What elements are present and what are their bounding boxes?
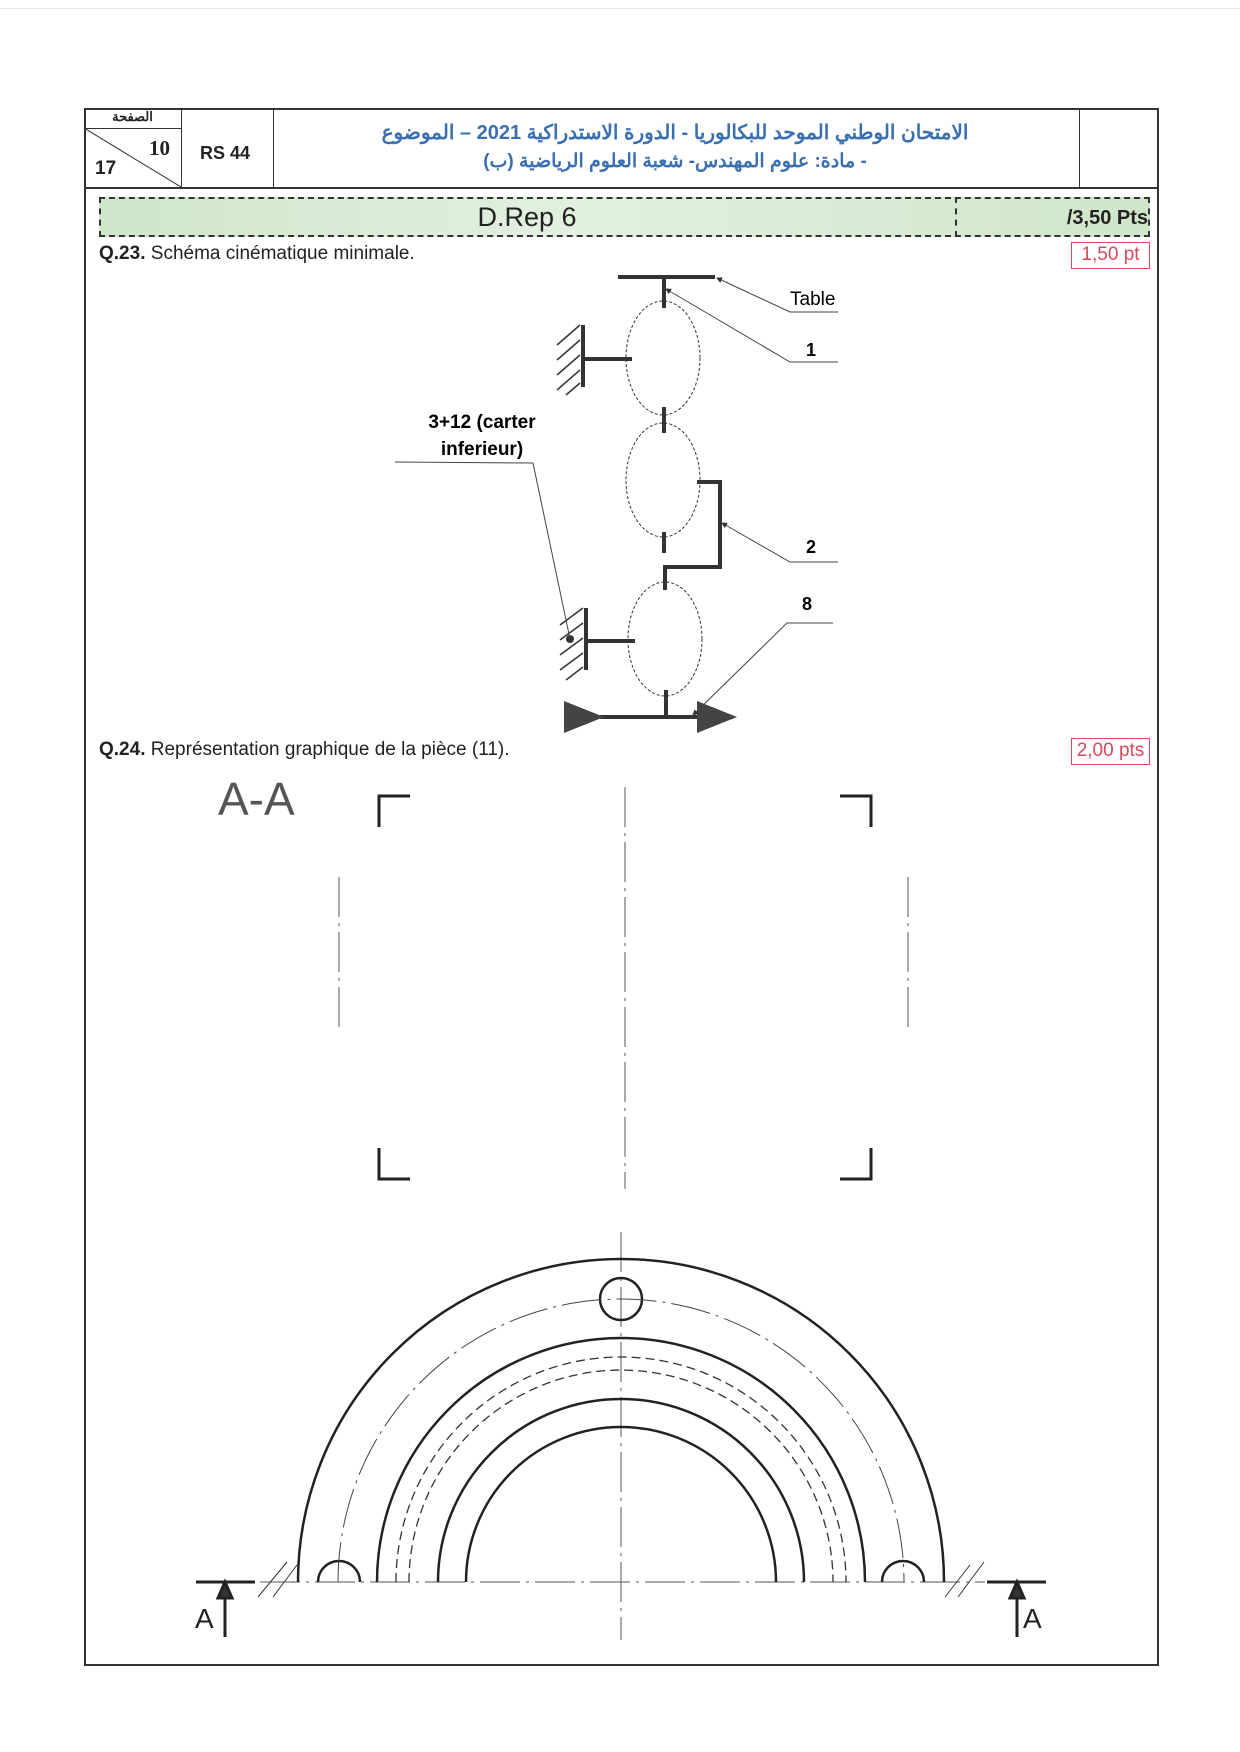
header-col-line (273, 108, 274, 188)
page-number-diagonal (84, 128, 181, 187)
section-bar (99, 197, 1150, 237)
page-total: 17 (95, 158, 117, 179)
q23-points: 1,50 pt (1071, 242, 1150, 269)
top-edge (0, 8, 1240, 9)
center-lines (260, 787, 985, 1640)
section-bar-divider (955, 197, 957, 237)
label-8: 8 (802, 594, 812, 614)
header-divider (84, 187, 1159, 189)
exam-subject: - مادة: علوم المهندس- شعبة العلوم الرياض… (483, 151, 867, 172)
arrow-up-icon (1007, 1578, 1027, 1600)
ellipse-joint-1 (625, 300, 701, 416)
outer-contour (296, 1257, 946, 1583)
section-title: D.Rep 6 (477, 202, 577, 232)
arrow-up-icon (215, 1578, 235, 1600)
exam-code: RS 44 (200, 143, 251, 163)
q23-text: Schéma cinématique minimale. (150, 243, 415, 264)
section-view-label: A-A (218, 773, 295, 825)
page-label-divider (84, 128, 181, 129)
header-col-line (181, 108, 182, 188)
label-1: 1 (806, 340, 816, 360)
leader-lines (394, 277, 838, 716)
cut-label-left: A (195, 1603, 214, 1634)
bolt-hole-half (880, 1559, 926, 1583)
label-carter-2: inferieur) (441, 439, 523, 460)
q24-text: Représentation graphique de la pièce (11… (150, 739, 510, 760)
bolt-circle (337, 1298, 905, 1583)
page-label: الصفحة (112, 109, 153, 124)
bolt-hole (598, 1276, 644, 1322)
view-corner-marks (377, 794, 873, 1181)
label-table: Table (790, 289, 835, 310)
ground-hatch-1 (556, 324, 581, 396)
q23-number: Q.23. (99, 243, 146, 264)
header-col-line (1079, 108, 1080, 188)
links (581, 325, 722, 717)
label-2: 2 (806, 537, 816, 557)
q24-number: Q.24. (99, 739, 146, 760)
hidden-lines (395, 1356, 847, 1583)
exam-title: الامتحان الوطني الموحد للبكالوريا - الدو… (381, 122, 969, 144)
section-total-points: /3,50 Pts (1066, 207, 1148, 229)
break-marks (257, 1561, 985, 1598)
cut-arrows (215, 1578, 1027, 1637)
q24-heading: Q.24. Représentation graphique de la piè… (99, 739, 510, 761)
ellipse-joint-3 (627, 581, 703, 697)
page-frame (84, 108, 1159, 1666)
cut-label-right: A (1023, 1603, 1042, 1634)
q23-heading: Q.23. Schéma cinématique minimale. (99, 243, 415, 265)
table-bar (618, 275, 715, 308)
page-number: 10 (149, 136, 170, 160)
ground-hatch-2 (559, 607, 584, 681)
q24-points: 2,00 pts (1071, 738, 1150, 765)
label-carter-1: 3+12 (carter (428, 412, 536, 433)
